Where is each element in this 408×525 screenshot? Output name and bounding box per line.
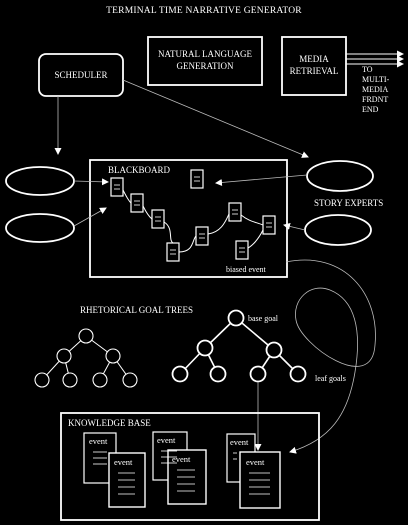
story-expert-ellipse-top (306, 160, 374, 192)
output-line-5: END (362, 105, 379, 114)
expert-ellipse-left-bottom (5, 213, 75, 243)
story-experts-label: STORY EXPERTS (314, 198, 383, 208)
output-line-1: TO (362, 65, 373, 74)
bb-card-7 (228, 202, 242, 222)
rhetorical-goal-trees-label: RHETORICAL GOAL TREES (80, 305, 193, 315)
scheduler-to-story-expert-arrow (122, 79, 309, 158)
base-goal-label: base goal (248, 314, 279, 323)
blackboard-label: BLACKBOARD (108, 165, 171, 175)
goal-tree-right-nodes (171, 309, 307, 383)
nlg-label-line1: NATURAL LANGUAGE (158, 49, 252, 59)
kb-event-5-label: event (230, 437, 249, 447)
output-line-4: FRDNT (362, 95, 388, 104)
blackboard-events (110, 169, 276, 262)
scheduler-label: SCHEDULER (54, 70, 107, 80)
leaf-goal-node (249, 365, 267, 383)
goal-tree-left-nodes (34, 328, 138, 388)
blackboard-box (89, 159, 288, 278)
scheduler-box (38, 53, 124, 97)
base-goal-node (227, 309, 245, 327)
kb-event-2-label: event (114, 457, 133, 467)
nlg-label-line2: GENERATION (177, 61, 234, 71)
knowledge-base-box (60, 412, 320, 521)
bb-card-5 (195, 226, 209, 246)
output-line-3: MEDIA (362, 85, 388, 94)
diagram-title: TERMINAL TIME NARRATIVE GENERATOR (106, 6, 302, 16)
kb-event-lines (93, 450, 270, 495)
kb-event-4-label: event (172, 454, 191, 464)
output-line-2: MULTI- (362, 75, 390, 84)
biased-event-curve (285, 259, 376, 454)
bb-card-2 (130, 193, 144, 213)
leaf-goals-label: leaf goals (315, 374, 346, 383)
output-arrows (346, 50, 404, 68)
bb-card-1 (110, 177, 124, 197)
expert-connectors (73, 174, 308, 231)
media-retrieval-box (281, 36, 347, 96)
bb-card-4 (166, 242, 180, 262)
knowledge-base-label: KNOWLEDGE BASE (68, 418, 151, 428)
bb-chain-curves (122, 189, 264, 253)
biased-event-label: biased event (226, 265, 267, 274)
story-expert-ellipse-bottom (304, 214, 372, 246)
bb-card-9 (235, 240, 249, 260)
media-retrieval-line2: RETRIEVAL (290, 66, 339, 76)
media-retrieval-line1: MEDIA (299, 54, 329, 64)
bb-card-lines (114, 176, 272, 255)
bb-card-8 (262, 215, 276, 235)
kb-event-3-label: event (157, 435, 176, 445)
bb-card-6 (190, 169, 204, 189)
nlg-box (147, 36, 263, 86)
kb-event-6-label: event (246, 457, 265, 467)
bb-card-3 (151, 209, 165, 229)
kb-event-1-label: event (89, 436, 108, 446)
expert-ellipse-left-top (5, 166, 75, 196)
